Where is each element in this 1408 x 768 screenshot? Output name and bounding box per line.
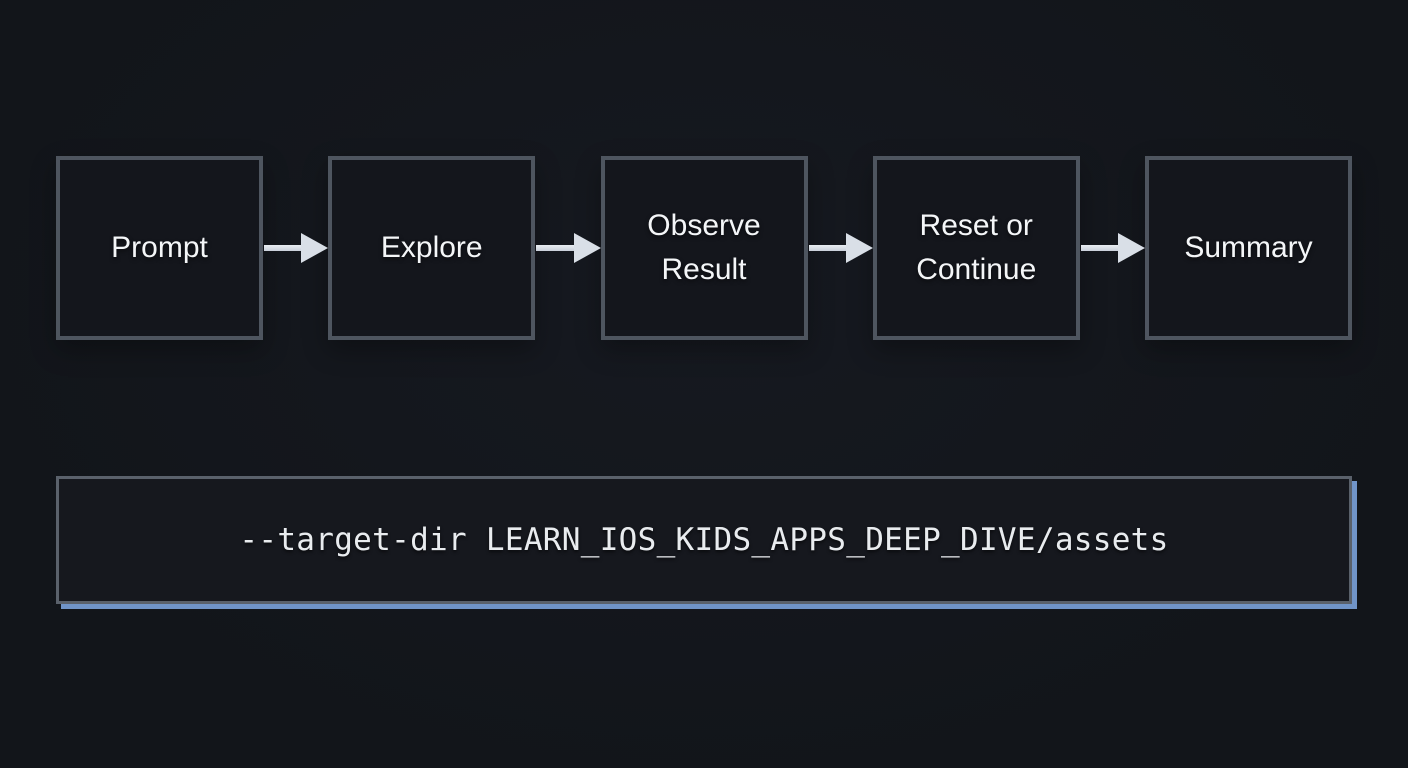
flow-step-label: Explore bbox=[380, 231, 483, 264]
command-text: --target-dir LEARN_IOS_KIDS_APPS_DEEP_DI… bbox=[239, 522, 1169, 558]
arrow-right-icon bbox=[808, 232, 873, 264]
flow-step-prompt: Prompt bbox=[56, 156, 263, 340]
flow-step-reset-or-continue: Reset or Continue bbox=[872, 156, 1080, 340]
arrow-head bbox=[845, 233, 873, 263]
flow-step-label: Observe Result bbox=[647, 209, 761, 286]
flow-step-explore: Explore bbox=[328, 156, 536, 340]
flow-step-label: Prompt bbox=[111, 231, 208, 264]
arrow-shaft bbox=[264, 245, 304, 251]
arrow-shaft bbox=[536, 245, 576, 251]
flow-step-label: Summary bbox=[1184, 231, 1313, 264]
flowchart-row: Prompt Explore Observe Result Reset or Cont… bbox=[56, 156, 1352, 340]
arrow-head bbox=[1118, 233, 1145, 263]
arrow-right-icon bbox=[263, 232, 329, 264]
arrow-right-icon bbox=[1080, 232, 1145, 264]
command-box: --target-dir LEARN_IOS_KIDS_APPS_DEEP_DI… bbox=[56, 476, 1352, 604]
flow-step-summary: Summary bbox=[1145, 156, 1352, 340]
arrow-head bbox=[301, 233, 329, 263]
arrow-head bbox=[573, 233, 601, 263]
flow-step-label: Reset or Continue bbox=[916, 209, 1037, 286]
arrow-right-icon bbox=[535, 232, 601, 264]
flow-step-observe-result: Observe Result bbox=[600, 156, 808, 340]
arrow-shaft bbox=[1080, 245, 1120, 251]
arrow-shaft bbox=[808, 245, 848, 251]
